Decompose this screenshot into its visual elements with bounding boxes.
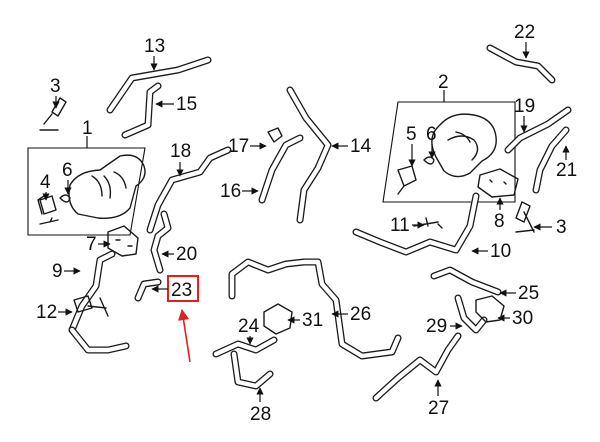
sensor-5	[397, 165, 417, 195]
highlight-arrow	[177, 308, 191, 363]
callout-27: 27	[428, 398, 449, 419]
callout-25: 25	[518, 283, 539, 304]
callout-2: 2	[438, 72, 449, 93]
callout-4: 4	[40, 172, 51, 193]
hoses	[39, 44, 572, 402]
bracket-3-left	[39, 97, 67, 131]
callout-11: 11	[390, 215, 410, 236]
callout-17: 17	[228, 136, 249, 157]
valve-31	[263, 303, 293, 335]
bolt-left	[39, 217, 59, 225]
turbo-housing-left	[68, 154, 146, 219]
callout-22: 22	[514, 22, 535, 43]
callout-frame-2	[382, 101, 516, 203]
callout-1: 1	[82, 118, 93, 139]
callout-18: 18	[170, 141, 191, 162]
callout-6-right: 6	[426, 124, 437, 145]
callout-23: 23	[171, 280, 192, 301]
bracket-3-right	[515, 201, 535, 233]
callout-8: 8	[494, 211, 505, 232]
callouts: 13 3 1 15 4 6 18 17 16 14 7 20 9 12 23 2	[36, 22, 577, 425]
callout-29: 29	[426, 316, 447, 337]
callout-5: 5	[406, 124, 417, 145]
bracket-7	[107, 225, 139, 257]
callout-frame-1	[27, 147, 146, 236]
callout-31: 31	[302, 310, 323, 331]
callout-21: 21	[556, 160, 577, 181]
hose-16	[258, 134, 304, 204]
callout-28: 28	[250, 404, 271, 425]
callout-20: 20	[176, 244, 197, 265]
callout-10: 10	[490, 241, 511, 262]
callout-19: 19	[514, 96, 535, 117]
turbo-fins-right	[447, 131, 479, 161]
clip-6-left	[59, 194, 71, 203]
callout-3-left: 3	[50, 76, 61, 97]
callout-6-left: 6	[62, 160, 73, 181]
callout-12: 12	[36, 302, 57, 323]
clamp-17	[267, 127, 283, 143]
callout-7: 7	[86, 234, 97, 255]
callout-26: 26	[350, 304, 371, 325]
hose-26	[228, 258, 402, 360]
callout-14: 14	[350, 136, 372, 157]
turbo-assembly-right	[382, 90, 519, 203]
callout-3-right: 3	[556, 217, 567, 238]
turbo-assembly-left	[27, 136, 146, 236]
clip-6-right	[423, 156, 435, 165]
bolt-11	[413, 217, 443, 229]
callout-13: 13	[144, 36, 165, 57]
callout-30: 30	[512, 308, 533, 329]
turbo-fins-left	[91, 171, 127, 199]
flange-8	[477, 168, 519, 198]
callout-15: 15	[176, 94, 197, 115]
callout-16: 16	[220, 181, 241, 202]
fitting-12	[73, 295, 109, 317]
callout-9: 9	[52, 261, 63, 282]
callout-24: 24	[238, 316, 260, 337]
